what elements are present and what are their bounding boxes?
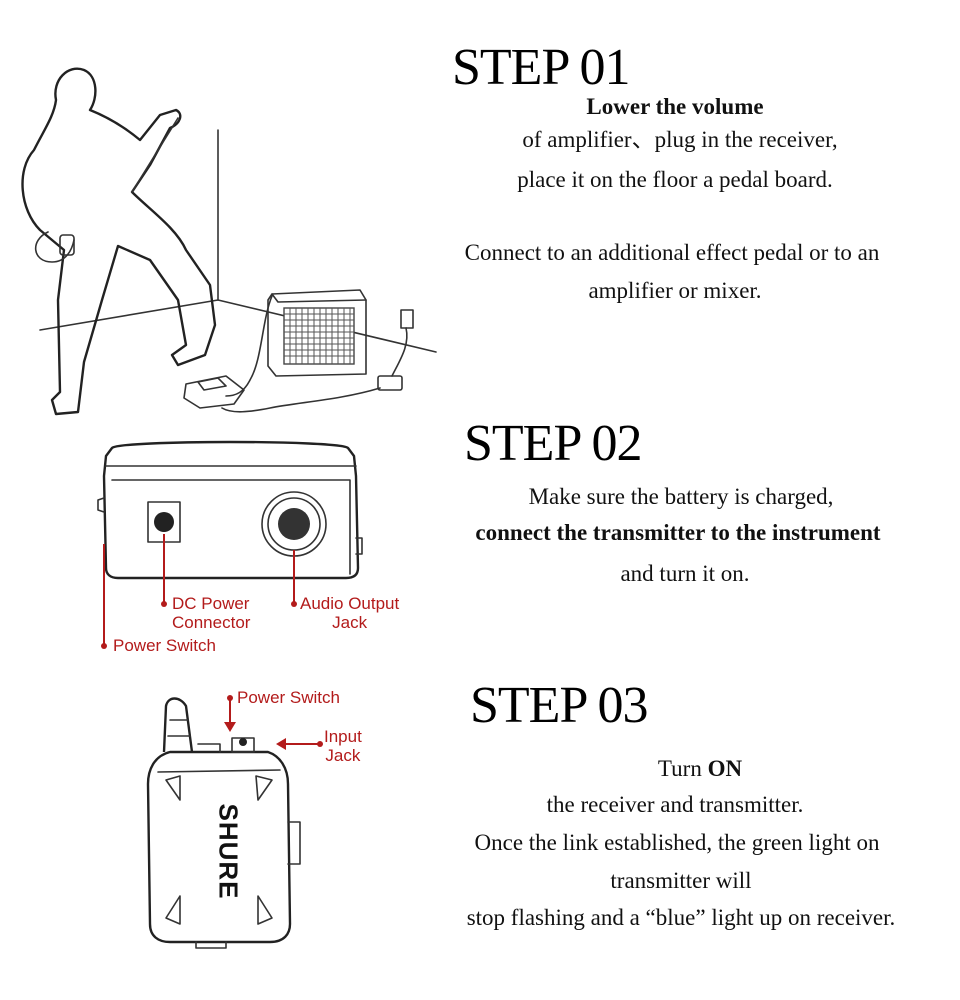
step1-line2: of amplifier、plug in the receiver,	[522, 127, 838, 152]
step1-line5: amplifier or mixer.	[588, 278, 762, 303]
step3-line5: stop flashing and a “blue” light up on r…	[466, 905, 896, 930]
step3-line3: Once the link established, the green lig…	[474, 830, 880, 855]
step1-title: STEP 01	[452, 39, 630, 96]
shure-logo: SHURE	[213, 803, 244, 900]
step3-leader-lines	[224, 695, 323, 750]
power-switch-label: Power Switch	[113, 636, 216, 655]
step1-line3: place it on the floor a pedal board.	[517, 167, 833, 192]
transmitter-power-switch-label: Power Switch	[237, 688, 340, 707]
step2-line1: Make sure the battery is charged,	[528, 484, 834, 509]
step2-line2: connect the transmitter to the instrumen…	[475, 520, 881, 545]
audio-output-label: Audio Output Jack	[300, 594, 399, 632]
step3-line1-pre: Turn	[657, 756, 708, 781]
step3-line4: transmitter will	[610, 868, 752, 893]
dc-power-label-line1: DC Power	[172, 594, 250, 613]
step1-line1: Lower the volume	[586, 94, 764, 119]
step2-line3: and turn it on.	[620, 561, 750, 586]
transmitter-illustration	[146, 697, 301, 949]
input-jack-label-line1: Input	[324, 727, 362, 746]
input-jack-label-line2: Jack	[325, 746, 361, 765]
step3-line1: Turn ON	[465, 754, 935, 784]
receiver-panel-illustration	[97, 440, 363, 580]
dc-power-label-line2: Connector	[172, 613, 251, 632]
audio-output-label-line2: Jack	[332, 613, 368, 632]
step1-line4: Connect to an additional effect pedal or…	[464, 240, 880, 265]
audio-output-label-line1: Audio Output	[300, 594, 400, 613]
step2-title: STEP 02	[464, 415, 642, 472]
step3-title: STEP 03	[470, 677, 648, 734]
input-jack-label: Input Jack	[324, 727, 362, 765]
step2-leader-lines	[101, 534, 297, 649]
dc-power-label: DC Power Connector	[172, 594, 250, 632]
step3-line2: the receiver and transmitter.	[546, 792, 804, 817]
step3-line1-on: ON	[707, 756, 743, 781]
guitarist-setup-illustration	[21, 67, 437, 416]
